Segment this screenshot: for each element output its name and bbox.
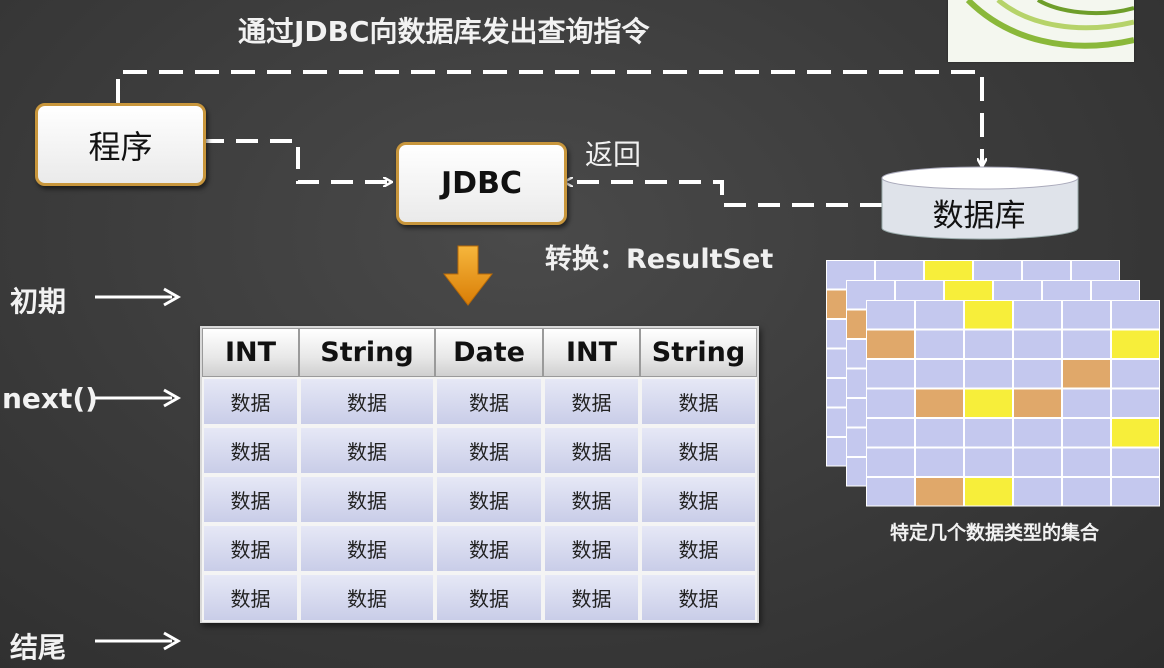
query-connector (116, 70, 982, 165)
table-cell: 数据 (299, 573, 435, 622)
dataset-cell (916, 301, 963, 329)
program-box: 程序 (35, 103, 206, 186)
dataset-cell (916, 448, 963, 476)
program-jdbc-connector (202, 139, 390, 182)
table-header-cell: String (640, 328, 757, 377)
jdbc-label: JDBC (441, 166, 522, 201)
table-cell: 数据 (202, 426, 299, 475)
dataset-cell (867, 448, 914, 476)
table-cell: 数据 (435, 377, 543, 426)
corner-decoration-image (948, 0, 1134, 62)
side-label-end: 结尾 (10, 631, 67, 664)
dataset-cell (916, 389, 963, 417)
dataset-cell (867, 419, 914, 447)
dataset-cell (916, 419, 963, 447)
return-connector (566, 182, 882, 207)
table-cell: 数据 (299, 524, 435, 573)
table-cell: 数据 (435, 426, 543, 475)
table-header-cell: INT (543, 328, 640, 377)
dataset-cell (916, 478, 963, 506)
table-cell: 数据 (543, 426, 640, 475)
dataset-cell (1063, 301, 1110, 329)
dataset-cell (965, 301, 1012, 329)
table-cell: 数据 (435, 475, 543, 524)
dataset-cell (867, 389, 914, 417)
side-arrow-end (95, 631, 182, 651)
dataset-cell (867, 478, 914, 506)
table-cell: 数据 (202, 377, 299, 426)
dataset-cell (1112, 301, 1159, 329)
dataset-cell (1063, 360, 1110, 388)
table-header-cell: Date (435, 328, 543, 377)
diagram-title: 通过JDBC向数据库发出查询指令 (238, 15, 650, 48)
side-label-next: next() (2, 382, 98, 415)
dataset-stack (826, 260, 1160, 507)
jdbc-box: JDBC (396, 142, 567, 225)
table-header-cell: INT (202, 328, 299, 377)
dataset-cell (1014, 301, 1061, 329)
table-cell: 数据 (543, 573, 640, 622)
side-arrow-start (95, 287, 182, 307)
dataset-cell (965, 478, 1012, 506)
table-cell: 数据 (435, 573, 543, 622)
dataset-cell (1014, 419, 1061, 447)
dataset-cell (1063, 478, 1110, 506)
dataset-cell (1112, 478, 1159, 506)
dataset-cell (1112, 389, 1159, 417)
dataset-cell (916, 360, 963, 388)
dataset-cell (965, 419, 1012, 447)
table-cell: 数据 (640, 475, 757, 524)
side-label-start: 初期 (10, 285, 67, 318)
dataset-cell (1112, 419, 1159, 447)
dataset-cell (1112, 360, 1159, 388)
return-label: 返回 (585, 138, 642, 171)
table-cell: 数据 (299, 426, 435, 475)
dataset-cell (1112, 448, 1159, 476)
dataset-cell (1014, 330, 1061, 358)
table-header-cell: String (299, 328, 435, 377)
dataset-cell (1063, 419, 1110, 447)
dataset-cell (965, 389, 1012, 417)
dataset-cell (1014, 478, 1061, 506)
table-cell: 数据 (543, 377, 640, 426)
dataset-cell (867, 330, 914, 358)
dataset-cell (1014, 448, 1061, 476)
dataset-cell (867, 301, 914, 329)
table-cell: 数据 (299, 377, 435, 426)
dataset-cell (1063, 448, 1110, 476)
table-cell: 数据 (543, 524, 640, 573)
dataset-layer (866, 300, 1160, 507)
dataset-cell (1063, 330, 1110, 358)
database-label: 数据库 (932, 198, 1026, 234)
convert-label: 转换：ResultSet (545, 244, 774, 275)
dataset-cell (965, 448, 1012, 476)
dataset-cell (965, 360, 1012, 388)
dataset-layer-background (866, 300, 1160, 507)
dataset-cell (1112, 330, 1159, 358)
table-cell: 数据 (640, 377, 757, 426)
table-cell: 数据 (640, 573, 757, 622)
side-arrow-next (95, 388, 182, 408)
table-cell: 数据 (202, 475, 299, 524)
leaf-swoosh-icon (965, 0, 1134, 49)
table-cell: 数据 (543, 475, 640, 524)
table-cell: 数据 (435, 524, 543, 573)
dataset-caption: 特定几个数据类型的集合 (890, 522, 1100, 544)
database-cylinder-icon (881, 166, 1079, 240)
table-cell: 数据 (299, 475, 435, 524)
table-cell: 数据 (640, 426, 757, 475)
dataset-cell (1063, 389, 1110, 417)
table-cell: 数据 (202, 524, 299, 573)
dataset-cell (867, 360, 914, 388)
dataset-cell (965, 330, 1012, 358)
table-cell: 数据 (202, 573, 299, 622)
dataset-cell (916, 330, 963, 358)
program-label: 程序 (88, 127, 153, 166)
table-cell: 数据 (640, 524, 757, 573)
dataset-cell (1014, 389, 1061, 417)
down-arrow-icon (442, 245, 494, 306)
dataset-cell (1014, 360, 1061, 388)
